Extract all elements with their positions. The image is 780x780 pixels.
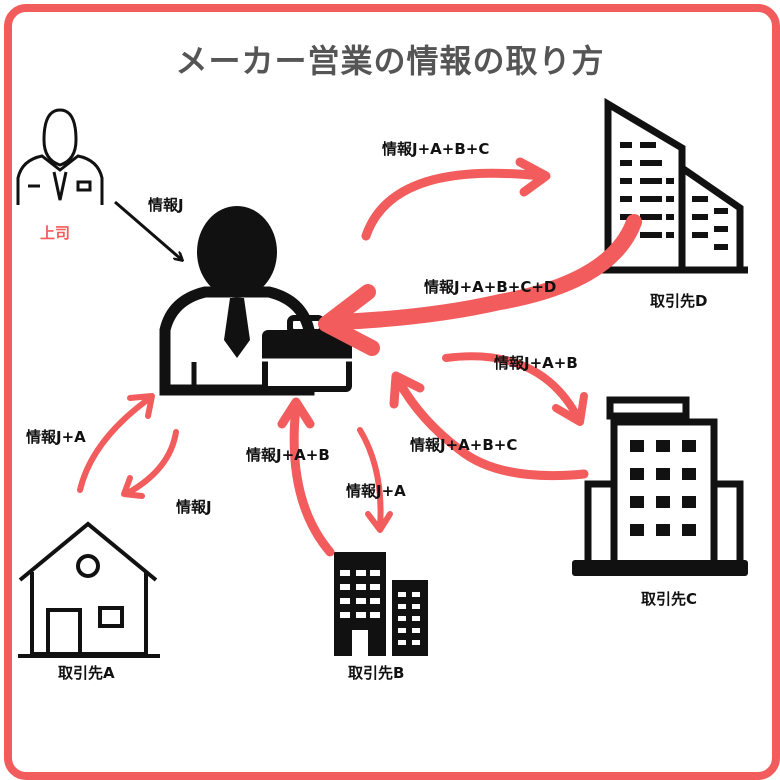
arrow-d-to-sales xyxy=(330,214,642,330)
arrow-sales-to-c xyxy=(442,352,582,422)
briefcase-icon xyxy=(262,315,352,392)
edge-label-sales-to-c: 情報J+A+B xyxy=(494,354,578,372)
building-b-icon xyxy=(334,552,428,656)
edge-label-sales-to-b: 情報J+A xyxy=(346,482,406,500)
edge-label-c-to-sales: 情報J+A+B+C xyxy=(410,436,518,454)
edge-label-b-to-sales: 情報J+A+B xyxy=(246,446,330,464)
arrow-boss-to-sales xyxy=(114,200,182,260)
boss-icon xyxy=(16,108,104,205)
client-c-label: 取引先C xyxy=(641,590,698,608)
red-arrows xyxy=(77,157,642,557)
building-d-icon xyxy=(590,97,748,274)
edge-label-d-to-sales: 情報J+A+B+C+D xyxy=(424,278,557,296)
arrow-sales-to-a xyxy=(123,429,179,497)
client-b-label: 取引先B xyxy=(348,664,405,682)
arrow-sales-to-b xyxy=(357,427,384,531)
client-a-label: 取引先A xyxy=(58,664,115,682)
sales-person-icon xyxy=(159,206,315,396)
boss-label: 上司 xyxy=(40,224,71,242)
edge-label-a-to-sales: 情報J+A xyxy=(26,428,86,446)
building-c-icon xyxy=(572,396,748,576)
page-title: メーカー営業の情報の取り方 xyxy=(175,42,605,80)
arrow-c-to-sales xyxy=(393,375,589,481)
arrow-a-to-sales xyxy=(77,395,153,493)
edge-label-sales-to-a: 情報J xyxy=(176,498,212,516)
house-a-icon xyxy=(18,521,160,658)
arrow-b-to-sales xyxy=(289,401,335,557)
edge-label-boss-to-sales: 情報J xyxy=(148,196,184,214)
client-d-label: 取引先D xyxy=(650,292,708,310)
arrow-sales-to-d xyxy=(361,168,545,241)
edge-label-sales-to-d: 情報J+A+B+C xyxy=(382,140,490,158)
